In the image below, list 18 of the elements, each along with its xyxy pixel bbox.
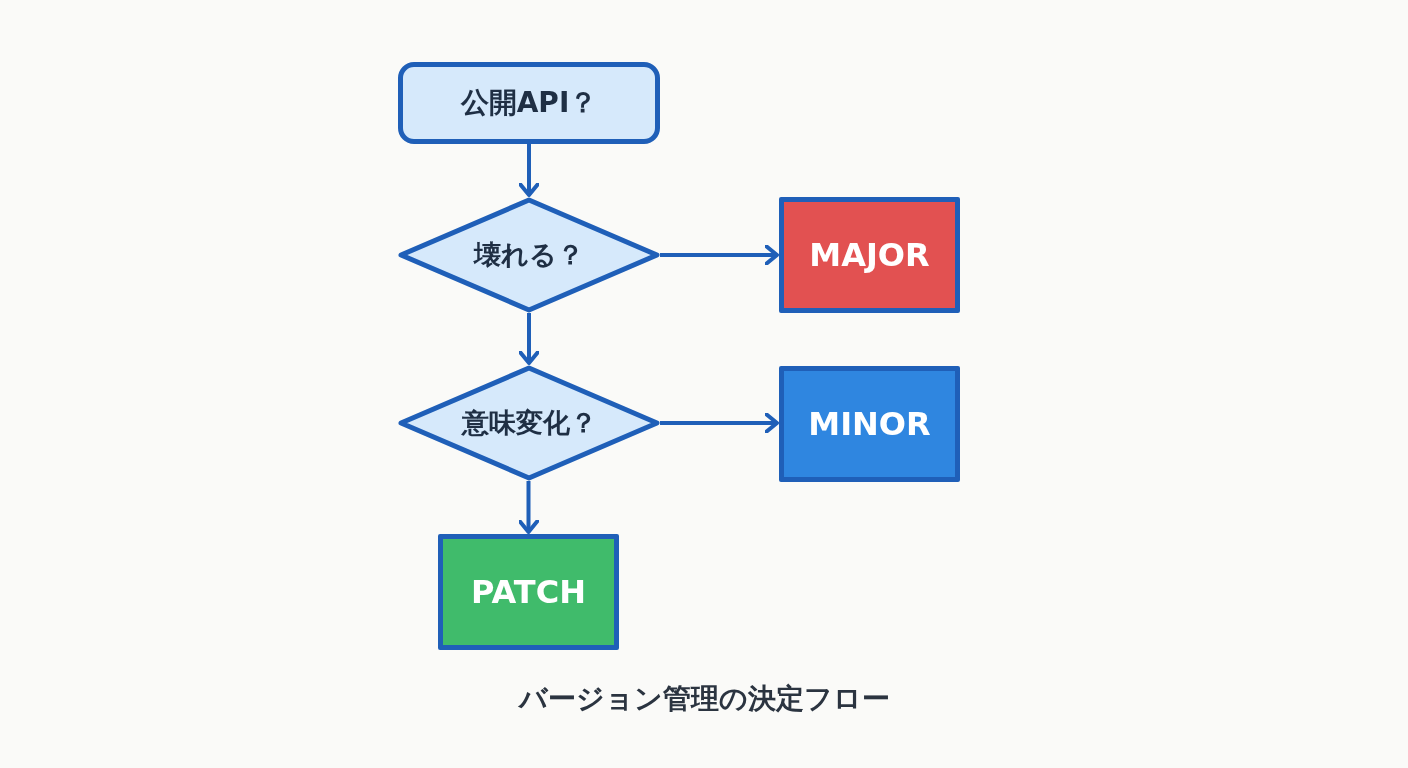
node-label: 公開API？ — [460, 85, 598, 121]
node-label: MAJOR — [809, 236, 930, 274]
result-box — [779, 197, 960, 313]
node-label: MINOR — [808, 405, 931, 443]
node-label: PATCH — [471, 573, 586, 611]
start-box — [398, 62, 660, 144]
caption: バージョン管理の決定フロー — [518, 682, 890, 715]
node-label: 壊れる？ — [474, 238, 584, 272]
decision-diamond — [398, 197, 660, 313]
arrow — [517, 481, 540, 534]
arrow — [518, 313, 540, 365]
result-box — [438, 534, 619, 650]
result-box — [779, 366, 960, 482]
decision-diamond — [398, 365, 660, 481]
arrow — [518, 144, 540, 197]
node-label: 意味変化？ — [461, 406, 597, 440]
arrow — [660, 244, 779, 266]
arrow — [660, 412, 779, 434]
